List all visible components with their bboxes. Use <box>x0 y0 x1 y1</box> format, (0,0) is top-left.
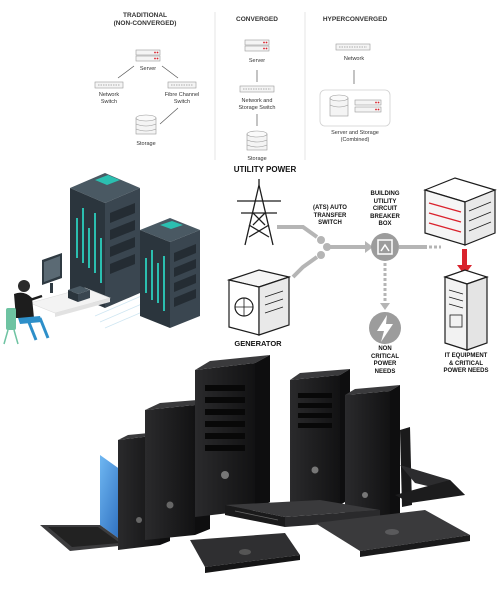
laptop-icon <box>315 510 470 557</box>
laptop-icon <box>395 465 465 503</box>
workstation-lineup <box>0 355 500 600</box>
traditional-title: TRADITIONAL (NON-CONVERGED) <box>113 12 177 27</box>
tower-icon <box>345 385 400 525</box>
server-storage-combined-label: Server and Storage (Combined) <box>331 130 379 143</box>
server-rack-icon <box>70 173 140 308</box>
pylon-icon <box>237 179 281 246</box>
converged-storage-label: Storage <box>247 156 267 162</box>
breaker-icon <box>371 233 399 261</box>
datacenter-illustration <box>0 168 225 358</box>
converged-server-label: Server <box>248 58 266 64</box>
storage-icon <box>329 94 349 117</box>
ats-label: (ATS) AUTO TRANSFER SWITCH <box>313 205 347 226</box>
person-icon <box>3 280 50 345</box>
infrastructure-comparison: TRADITIONAL (NON-CONVERGED) Server Netwo… <box>0 0 500 170</box>
fibre-channel-switch-label: Fibre Channel Switch <box>164 92 200 105</box>
traditional-storage-label: Storage <box>136 141 156 147</box>
hyperconverged-title: HYPERCONVERGED <box>322 16 388 23</box>
it-equipment-label: IT EQUIPMENT & CRITICAL POWER NEEDS <box>443 353 489 374</box>
rack-server-icon <box>225 500 380 527</box>
tower-icon <box>195 355 270 517</box>
traditional-server-label: Server <box>139 66 157 72</box>
infra-diagram-svg <box>94 12 391 160</box>
storage-icon <box>246 130 268 151</box>
network-switch-label: Network Switch <box>98 92 120 105</box>
switch-icon <box>239 85 275 93</box>
laptop-icon <box>40 455 128 551</box>
datacenter-svg <box>3 173 200 345</box>
server-icon <box>244 39 270 52</box>
power-flow-diagram: UTILITY POWER (ATS) AUTO TRANSFER SWITCH… <box>215 165 500 380</box>
monitor-icon <box>42 253 62 293</box>
switch-icon <box>335 43 371 51</box>
rack-cabinet-icon <box>443 269 489 351</box>
generator-label: GENERATOR <box>234 339 282 348</box>
lightning-icon <box>369 312 401 344</box>
device-icon <box>68 286 90 302</box>
network-storage-switch-label: Network and Storage Switch <box>238 98 276 111</box>
utility-power-label: UTILITY POWER <box>233 165 297 174</box>
server-rack-icon <box>423 177 497 246</box>
hyperconverged-network-label: Network <box>343 56 365 62</box>
power-flow-svg <box>226 177 497 351</box>
server-icon <box>135 49 161 62</box>
non-critical-label: NON CRITICAL POWER NEEDS <box>371 346 399 375</box>
switch-icon <box>94 81 124 89</box>
converged-title: CONVERGED <box>236 16 278 23</box>
storage-icon <box>135 114 157 135</box>
tower-icon <box>290 369 350 510</box>
server-icon <box>354 99 382 113</box>
switch-icon <box>167 81 197 89</box>
breaker-box-label: BUILDING UTILITY CIRCUIT BREAKER BOX <box>370 191 400 227</box>
workstation-svg <box>40 355 470 573</box>
laptop-icon <box>190 533 300 573</box>
server-rack-icon <box>140 218 200 328</box>
generator-icon <box>226 269 292 336</box>
